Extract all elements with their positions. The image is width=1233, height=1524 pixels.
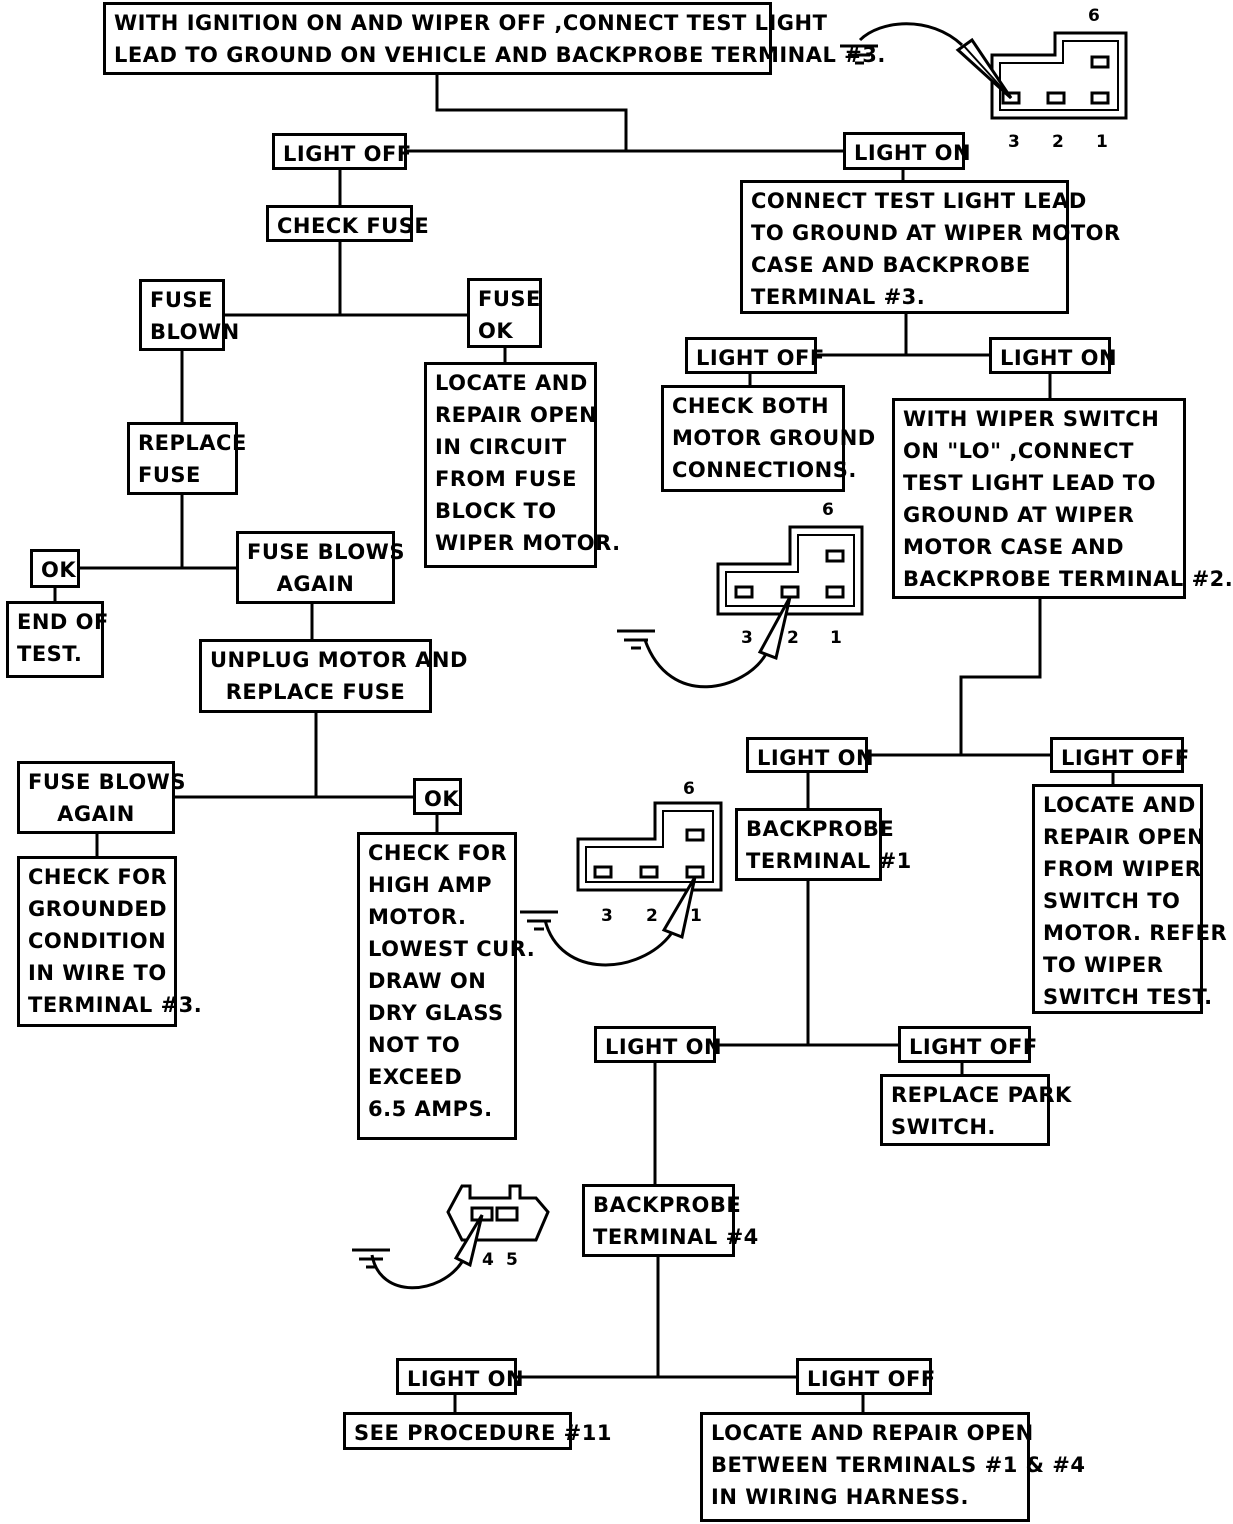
replace-fuse-box: REPLACE FUSE (127, 422, 246, 495)
light-off-box: LIGHT OFF (898, 1026, 1037, 1063)
ok-box: OK (413, 778, 462, 815)
pin-label: 1 (830, 628, 842, 648)
pin-label: 4 (482, 1250, 494, 1270)
pin-label: 6 (683, 779, 695, 799)
locate-open-harness-box: LOCATE AND REPAIR OPEN BETWEEN TERMINALS… (700, 1412, 1085, 1522)
wiper-switch-lo-box: WITH WIPER SWITCH ON "LO" ,CONNECT TEST … (892, 398, 1233, 599)
check-fuse-box: CHECK FUSE (266, 205, 429, 242)
pin-label: 6 (1088, 6, 1100, 26)
locate-open-fuse-box: LOCATE AND REPAIR OPEN IN CIRCUIT FROM F… (424, 362, 620, 568)
pin-label: 1 (1096, 132, 1108, 152)
light-off-box: LIGHT OFF (685, 337, 824, 374)
light-on-box: LIGHT ON (594, 1026, 722, 1063)
replace-park-switch-box: REPLACE PARK SWITCH. (880, 1074, 1071, 1146)
connector-6pin-mid (716, 525, 864, 616)
light-on-box: LIGHT ON (746, 737, 874, 773)
connector-6pin-top (990, 31, 1128, 120)
light-off-box: LIGHT OFF (272, 133, 411, 170)
pin-label: 3 (1008, 132, 1020, 152)
end-of-test-box: END OF TEST. (6, 601, 108, 678)
see-procedure-box: SEE PROCEDURE #11 (343, 1412, 611, 1450)
check-high-amp-box: CHECK FOR HIGH AMP MOTOR. LOWEST CUR. DR… (357, 832, 535, 1140)
connector-line (959, 599, 1042, 755)
unplug-motor-box: UNPLUG MOTOR AND REPLACE FUSE (199, 639, 467, 713)
pin-label: 3 (601, 906, 613, 926)
backprobe-terminal-4-box: BACKPROBE TERMINAL #4 (582, 1184, 758, 1257)
connector-2pin (446, 1184, 550, 1242)
light-on-box: LIGHT ON (843, 132, 971, 170)
start-instruction-box: WITH IGNITION ON AND WIPER OFF ,CONNECT … (103, 2, 885, 75)
ok-box: OK (30, 549, 80, 588)
connector-6pin-low (576, 801, 723, 892)
fuse-blown-box: FUSE BLOWN (139, 279, 239, 351)
pin-label: 2 (787, 628, 799, 648)
pin-label: 6 (822, 500, 834, 520)
pin-label: 5 (506, 1250, 518, 1270)
pin-label: 2 (1052, 132, 1064, 152)
locate-open-switch-box: LOCATE AND REPAIR OPEN FROM WIPER SWITCH… (1032, 784, 1227, 1014)
check-motor-ground-box: CHECK BOTH MOTOR GROUND CONNECTIONS. (661, 385, 875, 492)
light-on-box: LIGHT ON (396, 1358, 524, 1395)
light-off-box: LIGHT OFF (1050, 737, 1189, 773)
pin-label: 2 (646, 906, 658, 926)
fuse-ok-box: FUSE OK (467, 278, 542, 348)
fuse-blows-again-box: FUSE BLOWS AGAIN (17, 761, 185, 834)
backprobe-terminal-1-box: BACKPROBE TERMINAL #1 (735, 808, 911, 881)
pin-label: 3 (741, 628, 753, 648)
connector-line (435, 75, 628, 151)
light-off-box: LIGHT OFF (796, 1358, 935, 1395)
check-grounded-box: CHECK FOR GROUNDED CONDITION IN WIRE TO … (17, 856, 202, 1027)
fuse-blows-again-box: FUSE BLOWS AGAIN (236, 531, 404, 604)
light-on-box: LIGHT ON (989, 337, 1117, 374)
connect-motor-case-box: CONNECT TEST LIGHT LEAD TO GROUND AT WIP… (740, 180, 1120, 314)
pin-label: 1 (690, 906, 702, 926)
